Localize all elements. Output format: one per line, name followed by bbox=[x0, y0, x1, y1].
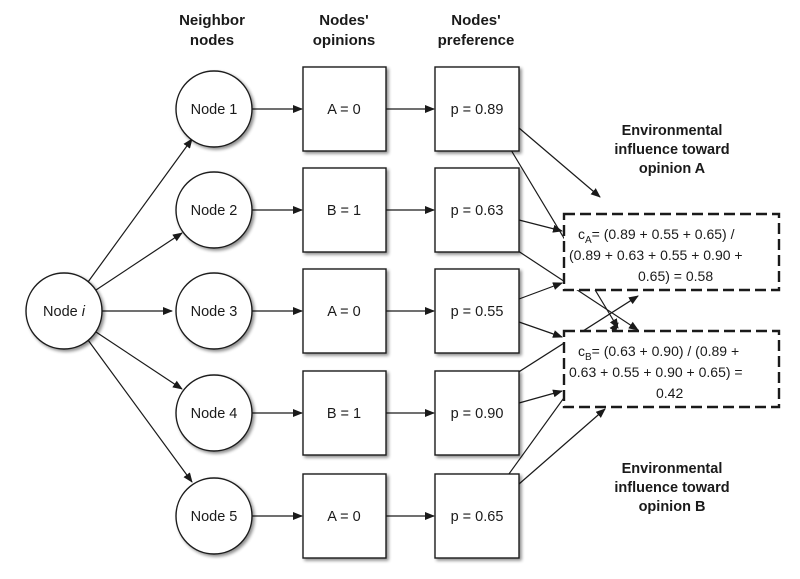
neighbor-row-2: Node 2 B = 1 p = 0.63 bbox=[175, 167, 520, 253]
header-preference-line1: Nodes' bbox=[451, 12, 500, 29]
arrow-preference-3-to-influence-a bbox=[518, 282, 563, 300]
preference-value-4: p = 0.90 bbox=[451, 406, 504, 422]
influence-b-title-line2: influence toward bbox=[614, 480, 729, 496]
arrow-preference-1-to-influence-a bbox=[518, 127, 601, 198]
opinion-box-3 bbox=[302, 268, 387, 354]
opinion-box-2 bbox=[302, 167, 387, 253]
arrow-preference-5-to-influence-b bbox=[518, 408, 606, 485]
opinion-value-5: A = 0 bbox=[327, 509, 360, 525]
neighbor-row-1: Node 1 A = 0 p = 0.89 bbox=[175, 66, 520, 152]
neighbor-node-3-circle bbox=[175, 272, 253, 350]
influence-a-formula-line3: 0.65) = 0.58 bbox=[638, 268, 713, 284]
influence-a-box bbox=[562, 212, 781, 292]
neighbor-row-3: Node 3 A = 0 p = 0.55 bbox=[175, 268, 520, 354]
arrow-preference-4-to-influence-b bbox=[518, 389, 563, 404]
influence-a-formula-line2: (0.89 + 0.63 + 0.55 + 0.90 + bbox=[569, 247, 743, 263]
influence-a-subscript: A bbox=[585, 235, 592, 246]
influence-a-formula-text: = (0.89 + 0.55 + 0.65) / bbox=[592, 226, 735, 242]
neighbor-node-4-label: Node 4 bbox=[191, 406, 238, 422]
opinion-box-1 bbox=[302, 66, 387, 152]
arrow-preference-3-to-influence-b bbox=[518, 321, 563, 338]
neighbor-row-5: Node 5 A = 0 p = 0.65 bbox=[175, 473, 520, 559]
preference-box-3 bbox=[434, 268, 520, 354]
preference-box-5 bbox=[434, 473, 520, 559]
influence-b-formula-line3: 0.42 bbox=[656, 385, 683, 401]
neighbor-row-4: Node 4 B = 1 p = 0.90 bbox=[175, 370, 520, 456]
influence-a-formula-line1: cA= (0.89 + 0.55 + 0.65) / bbox=[578, 226, 735, 246]
influence-b-formula-line2: 0.63 + 0.55 + 0.90 + 0.65) = bbox=[569, 364, 743, 380]
neighbor-node-5-label: Node 5 bbox=[191, 509, 238, 525]
header-neighbor-line1: Neighbor bbox=[179, 12, 245, 29]
preference-box-2 bbox=[434, 167, 520, 253]
arrow-source-to-node-2 bbox=[95, 232, 183, 291]
opinion-value-3: A = 0 bbox=[327, 304, 360, 320]
influence-a-symbol: c bbox=[578, 226, 585, 242]
preference-value-5: p = 0.65 bbox=[451, 509, 504, 525]
header-neighbor-line2: nodes bbox=[190, 32, 234, 49]
preference-value-1: p = 0.89 bbox=[451, 102, 504, 118]
neighbor-node-1-circle bbox=[175, 70, 253, 148]
neighbor-node-3-label: Node 3 bbox=[191, 304, 238, 320]
opinion-value-1: A = 0 bbox=[327, 102, 360, 118]
opinion-value-2: B = 1 bbox=[327, 203, 361, 219]
influence-b-title-line3: opinion B bbox=[639, 499, 706, 515]
influence-a-title-line2: influence toward bbox=[614, 142, 729, 158]
neighbor-node-1-label: Node 1 bbox=[191, 102, 238, 118]
neighbor-node-2-circle bbox=[175, 171, 253, 249]
header-opinions-line2: opinions bbox=[313, 32, 376, 49]
neighbor-node-2-label: Node 2 bbox=[191, 203, 238, 219]
influence-b-symbol: c bbox=[578, 343, 585, 359]
arrow-preference-2-to-influence-a bbox=[518, 219, 563, 233]
source-node-circle bbox=[25, 272, 103, 350]
preference-value-2: p = 0.63 bbox=[451, 203, 504, 219]
arrow-source-to-node-1 bbox=[87, 138, 193, 283]
arrows-layer bbox=[87, 105, 639, 520]
influence-b-box bbox=[562, 329, 781, 409]
opinion-box-5 bbox=[302, 473, 387, 559]
influence-b-formula-line1: cB= (0.63 + 0.90) / (0.89 + bbox=[578, 343, 739, 363]
neighbor-node-4-circle bbox=[175, 374, 253, 452]
source-node-name: Node bbox=[43, 304, 78, 320]
arrow-source-to-node-5 bbox=[87, 339, 193, 483]
opinion-box-4 bbox=[302, 370, 387, 456]
arrow-source-to-node-4 bbox=[95, 331, 183, 390]
arrow-preference-1-to-influence-b bbox=[507, 144, 619, 329]
opinion-value-4: B = 1 bbox=[327, 406, 361, 422]
influence-b-formula-text: = (0.63 + 0.90) / (0.89 + bbox=[592, 343, 740, 359]
header-opinions-line1: Nodes' bbox=[319, 12, 368, 29]
header-preference-line2: preference bbox=[438, 32, 515, 49]
influence-a-title-line1: Environmental bbox=[622, 123, 723, 139]
influence-b-title-line1: Environmental bbox=[622, 461, 723, 477]
source-node-index: i bbox=[82, 304, 86, 320]
preference-value-3: p = 0.55 bbox=[451, 304, 504, 320]
preference-box-1 bbox=[434, 66, 520, 152]
neighbor-node-5-circle bbox=[175, 477, 253, 555]
preference-box-4 bbox=[434, 370, 520, 456]
influence-a-title-line3: opinion A bbox=[639, 161, 706, 177]
influence-b-subscript: B bbox=[585, 352, 592, 363]
